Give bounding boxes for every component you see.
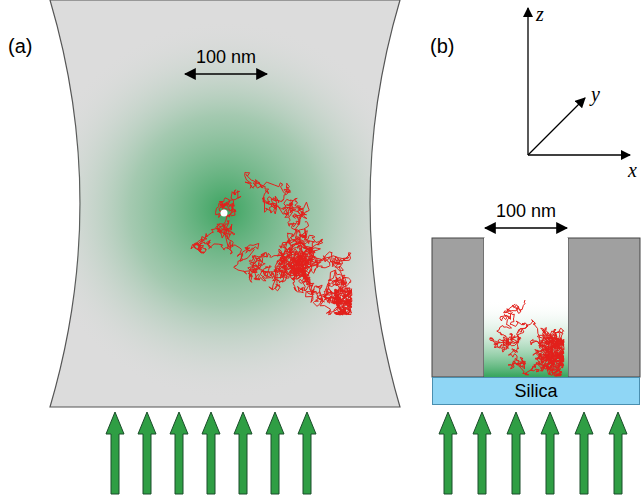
random-walk-path <box>490 300 564 376</box>
random-walk <box>490 300 564 376</box>
layer-label: Silica <box>514 381 557 402</box>
metal-wall <box>568 238 640 377</box>
scale-bar <box>185 73 267 75</box>
light-arrow <box>266 412 284 494</box>
random-walk <box>191 172 352 315</box>
light-arrow <box>298 412 316 494</box>
axis <box>527 8 528 155</box>
light-arrow <box>234 412 252 494</box>
panel-label: (a) <box>8 36 32 56</box>
light-arrows <box>439 412 627 494</box>
light-field <box>484 238 568 377</box>
axis-label: y <box>591 84 600 104</box>
light-arrow <box>507 412 525 494</box>
light-arrows <box>106 412 316 494</box>
axis <box>528 98 585 155</box>
light-arrow <box>473 412 491 494</box>
light-arrow <box>170 412 188 494</box>
panel-label: (b) <box>430 36 454 56</box>
light-arrow <box>106 412 124 494</box>
substrate-layer: Silica <box>432 377 640 405</box>
light-arrow <box>439 412 457 494</box>
start-dot <box>221 210 228 217</box>
scale-label: 100 nm <box>496 202 556 220</box>
light-arrow <box>609 412 627 494</box>
light-arrow <box>575 412 593 494</box>
axis-label: z <box>536 4 544 24</box>
light-arrow <box>138 412 156 494</box>
light-field <box>40 0 410 407</box>
metal-wall <box>432 238 484 377</box>
axis <box>528 154 630 155</box>
light-arrow <box>541 412 559 494</box>
scale-label: 100 nm <box>196 48 256 66</box>
random-walk-path <box>191 172 352 315</box>
scale-bar <box>485 227 567 229</box>
aperture <box>484 238 568 377</box>
axis-label: x <box>628 160 637 180</box>
light-arrow <box>202 412 220 494</box>
